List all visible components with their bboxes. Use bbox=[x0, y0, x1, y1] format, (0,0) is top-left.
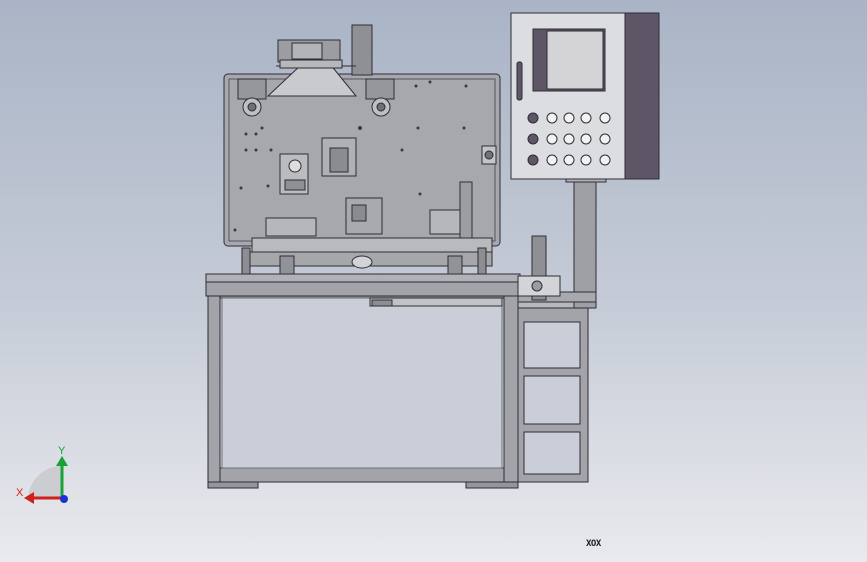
z-axis-dot bbox=[60, 495, 68, 503]
panel-door-handle bbox=[516, 61, 523, 101]
control-panel[interactable] bbox=[510, 12, 660, 180]
panel-support-arm bbox=[517, 175, 607, 309]
cursor-marker: XOX bbox=[586, 539, 601, 549]
upper-mechanism bbox=[223, 24, 501, 275]
side-cabinet bbox=[517, 299, 589, 483]
y-axis-label: Y bbox=[58, 445, 66, 457]
base-frame bbox=[205, 273, 521, 489]
axis-triad: Y X bbox=[16, 445, 68, 504]
panel-buttons bbox=[527, 112, 611, 166]
x-axis-label: X bbox=[16, 487, 24, 499]
hmi-screen bbox=[546, 30, 604, 90]
